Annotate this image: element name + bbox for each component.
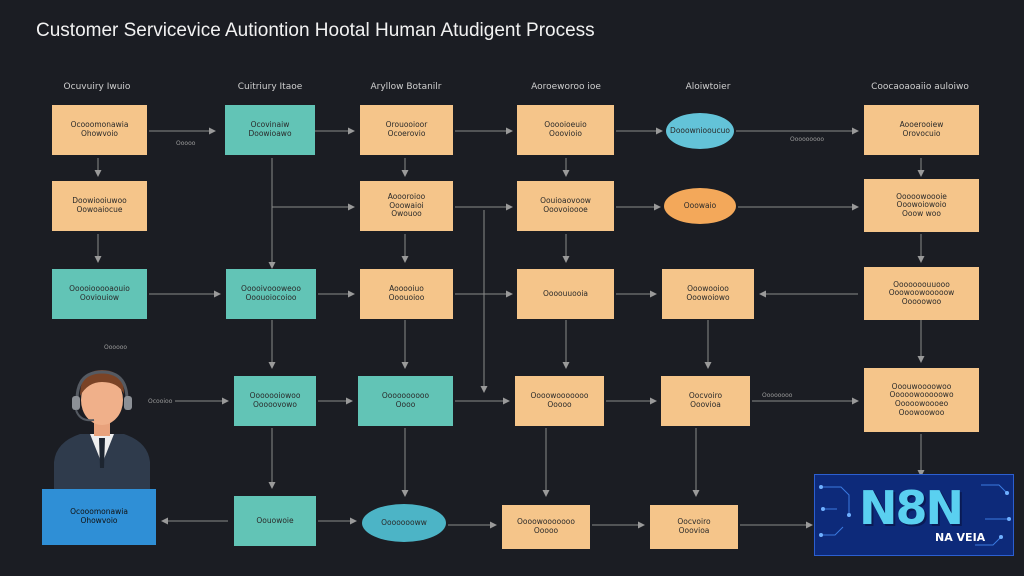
node-label: Oocvoiro Ooovioa: [677, 517, 711, 535]
process-node: Aooooiuo Ooouoioo: [360, 269, 453, 319]
side-label: Oooooo: [104, 344, 128, 351]
side-label: Ocooioo: [148, 398, 173, 405]
n8n-logo: N8N NA VEIA: [814, 474, 1014, 556]
node-label: Ocooomonawia Ohowvoio: [70, 120, 129, 138]
node-label: Ooouwoooowoo Ooooowooooowo Ooooowoooeo O…: [889, 381, 954, 417]
decision-oval: Ooowaio: [664, 188, 736, 224]
node-label: Dooowniooucuo: [670, 125, 730, 135]
logo-mark: N8N: [859, 481, 964, 535]
process-node: Oocvoiro Ooovioa: [661, 376, 750, 426]
process-node: Oooooooooo Oooo: [358, 376, 453, 426]
node-label: Ocooomonawia Ohowvoio: [70, 507, 128, 525]
process-node: Doowiooiuwoo Oowoaiocue: [52, 181, 147, 231]
process-node: Orouooioor Ocoerovio: [360, 105, 453, 155]
process-node: Ooooooouuooo Ooowoowooooow Ooooowoo: [864, 267, 979, 320]
node-label: Oooowooooooo Ooooo: [517, 517, 575, 535]
logo-subtitle: NA VEIA: [935, 531, 986, 544]
node-label: Oocvoiro Ooovioa: [688, 391, 723, 409]
process-node: Ooooooiowoo Ooooovowo: [234, 376, 316, 426]
process-node: Aooerooiew Orovocuio: [864, 105, 979, 155]
node-label: Aooerooiew Orovocuio: [899, 120, 944, 138]
process-node: Ooooivoooweoo Ooouoiocoioo: [226, 269, 316, 319]
process-node: Ooowooioo Ooowoiowo: [662, 269, 754, 319]
process-node: Oooouuooia: [517, 269, 614, 319]
process-node: Oouowoie: [234, 496, 316, 546]
side-label: Ooooo: [176, 140, 196, 147]
process-node: Aoooroioo Ooowaioi Owouoo: [360, 181, 453, 231]
side-label: Ooooooooo: [790, 136, 825, 143]
column-header-4: Aoroeworoo ioe: [531, 82, 601, 92]
node-label: Ooowaio: [683, 200, 717, 210]
node-label: Ocovinaiw Doowioawo: [248, 120, 292, 138]
column-header-5: Aloiwtoier: [685, 82, 731, 92]
node-label: Ooooivoooweoo Ooouoiocoioo: [241, 284, 301, 302]
node-label: Oooooooooo Oooo: [381, 391, 430, 409]
node-label: Ooooooouuooo Ooowoowooooow Ooooowoo: [888, 279, 955, 306]
page-title: Customer Servicevice Autiontion Hootal H…: [36, 20, 595, 41]
process-node: Ocovinaiw Doowioawo: [225, 105, 315, 155]
node-label: Oouowoie: [256, 515, 294, 525]
column-header-1: Ocuvuiry Iwuio: [63, 82, 131, 92]
circuit-pattern-icon: [819, 484, 1011, 546]
node-label: Ooooowoooie Ooowoiowoio Ooow woo: [896, 191, 947, 218]
process-node: Ooooiooooaouio Ooviouiow: [52, 269, 147, 319]
node-label: Oooouuooia: [542, 288, 589, 298]
column-header-2: Cuitriury Itaoe: [237, 82, 303, 92]
decision-oval: Dooowniooucuo: [666, 113, 734, 149]
process-node: Ooooowoooie Ooowoiowoio Ooow woo: [864, 179, 979, 232]
column-header-6: Coocaoaoaiio auloiwo: [871, 82, 969, 92]
process-node: Oocvoiro Ooovioa: [650, 505, 738, 549]
process-node: Oooowooooooo Ooooo: [502, 505, 590, 549]
node-label: Ooooiooooaouio Ooviouiow: [69, 284, 130, 302]
node-label: Ooowooioo Ooowoiowo: [686, 284, 730, 302]
node-label: Orouooioor Ocoerovio: [385, 120, 428, 138]
agent-avatar-icon: [54, 370, 150, 490]
node-label: Oouioaovoow Ooovoioooe: [540, 196, 591, 214]
decision-oval: Oooooooww: [362, 504, 446, 542]
process-node: Ooooioeuio Ooovioio: [517, 105, 614, 155]
node-label: Aooooiuo Ooouoioo: [388, 284, 425, 302]
side-label: Oooooooo: [762, 392, 793, 399]
node-label: Ooooioeuio Ooovioio: [544, 120, 587, 138]
node-label: Doowiooiuwoo Oowoaiocue: [72, 196, 127, 214]
customer-service-box: Ocooomonawia Ohowvoio: [42, 489, 156, 545]
node-label: Aoooroioo Ooowaioi Owouoo: [387, 192, 426, 219]
process-node: Ooouwoooowoo Ooooowooooowo Ooooowoooeo O…: [864, 368, 979, 432]
node-label: Oooowooooooo Ooooo: [530, 391, 589, 409]
process-node: Oouioaovoow Ooovoioooe: [517, 181, 614, 231]
node-label: Ooooooiowoo Ooooovowo: [249, 391, 301, 409]
column-header-3: Aryllow Botanilr: [370, 82, 442, 92]
process-node: Oooowooooooo Ooooo: [515, 376, 604, 426]
node-label: Oooooooww: [381, 517, 427, 527]
process-node: Ocooomonawia Ohowvoio: [52, 105, 147, 155]
